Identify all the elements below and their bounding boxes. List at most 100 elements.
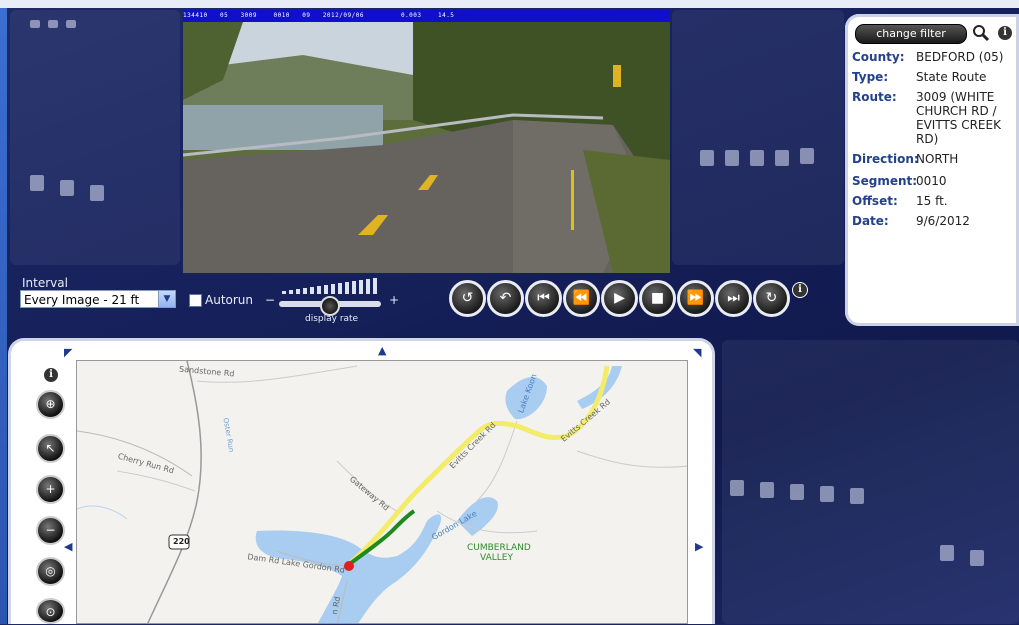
map-graphics bbox=[77, 361, 687, 623]
segment-info-panel: change filter i County: BEDFORD (05) Typ… bbox=[845, 14, 1019, 326]
zoom-in-tool[interactable]: + bbox=[36, 475, 65, 504]
film-perforation bbox=[970, 550, 984, 566]
rate-level-bar bbox=[317, 286, 321, 294]
pan-east-arrow[interactable]: ▶ bbox=[695, 540, 704, 553]
locate-tool[interactable]: ◎ bbox=[36, 557, 65, 586]
route-value: 3009 (WHITE CHURCH RD / EVITTS CREEK RD) bbox=[916, 90, 1001, 146]
film-perforation bbox=[850, 488, 864, 504]
route-220-shield: 220 bbox=[173, 537, 190, 546]
film-perforation bbox=[730, 480, 744, 496]
film-perforation bbox=[820, 486, 834, 502]
rate-level-bar bbox=[331, 284, 335, 294]
film-strip-decoration bbox=[672, 10, 844, 265]
pan-west-arrow[interactable]: ◀ bbox=[64, 540, 73, 553]
film-perforation bbox=[725, 150, 739, 166]
segment-value: 0010 bbox=[916, 174, 947, 188]
road-scene-image bbox=[183, 10, 670, 273]
cumberland-label: CUMBERLAND bbox=[467, 543, 531, 553]
rate-level-bar bbox=[324, 285, 328, 294]
offset-row: Offset: 15 ft. bbox=[852, 194, 948, 208]
display-rate-slider-knob[interactable] bbox=[320, 296, 340, 316]
rate-level-bar bbox=[352, 281, 356, 294]
film-perforation bbox=[90, 185, 104, 201]
pan-tool[interactable]: ⊕ bbox=[36, 390, 65, 419]
direction-label: Direction: bbox=[852, 152, 919, 166]
rotate-right-button[interactable]: ↻ bbox=[753, 280, 790, 317]
window-left-edge bbox=[0, 8, 7, 624]
film-perforation bbox=[60, 180, 74, 196]
panel-info-icon[interactable]: i bbox=[997, 25, 1013, 41]
date-label: Date: bbox=[852, 214, 889, 228]
date-row: Date: 9/6/2012 bbox=[852, 214, 970, 228]
pan-northeast-arrow[interactable]: ◥ bbox=[693, 346, 702, 359]
segment-label: Segment: bbox=[852, 174, 918, 188]
film-perforation bbox=[66, 20, 76, 28]
play-button[interactable]: ▶ bbox=[601, 280, 638, 317]
film-perforation bbox=[700, 150, 714, 166]
stop-button[interactable]: ■ bbox=[639, 280, 676, 317]
video-telemetry-overlay: 134410 05 3009 0010 09 2012/09/06 0.003 … bbox=[183, 10, 670, 22]
direction-value: NORTH bbox=[916, 152, 959, 166]
pan-north-arrow[interactable]: ▲ bbox=[378, 344, 387, 357]
map-info-icon[interactable]: i bbox=[43, 367, 59, 383]
rate-level-bar bbox=[303, 288, 307, 294]
film-perforation bbox=[940, 545, 954, 561]
film-perforation bbox=[30, 20, 40, 28]
type-label: Type: bbox=[852, 70, 889, 84]
back-button[interactable]: ↶ bbox=[487, 280, 524, 317]
first-button[interactable]: ⏮ bbox=[525, 280, 562, 317]
rate-level-bar bbox=[338, 283, 342, 294]
date-value: 9/6/2012 bbox=[916, 214, 970, 228]
type-row: Type: State Route bbox=[852, 70, 986, 84]
route-map[interactable]: Sandstone Rd Cherry Run Rd Oster Run Evi… bbox=[76, 360, 688, 624]
film-perforation bbox=[800, 148, 814, 164]
interval-label: Interval bbox=[22, 276, 68, 290]
county-row: County: BEDFORD (05) bbox=[852, 50, 1003, 64]
window-top-strip bbox=[0, 0, 1019, 8]
chevron-down-icon[interactable]: ▼ bbox=[158, 291, 175, 307]
film-perforation bbox=[750, 150, 764, 166]
rate-level-bar bbox=[345, 282, 349, 294]
rate-level-bar bbox=[282, 291, 286, 294]
pan-northwest-arrow[interactable]: ◤ bbox=[64, 346, 73, 359]
film-strip-decoration bbox=[10, 10, 180, 265]
autorun-checkbox[interactable] bbox=[189, 294, 202, 307]
rate-plus-label: + bbox=[389, 293, 400, 307]
search-icon[interactable] bbox=[972, 24, 990, 42]
select-tool[interactable]: ↖ bbox=[36, 434, 65, 463]
change-filter-button[interactable]: change filter bbox=[855, 24, 967, 44]
display-rate-label: display rate bbox=[305, 314, 359, 324]
film-perforation bbox=[48, 20, 58, 28]
zoom-out-tool[interactable]: − bbox=[36, 516, 65, 545]
film-perforation bbox=[775, 150, 789, 166]
route-label: Route: bbox=[852, 90, 897, 104]
rewind-button[interactable]: ⏪ bbox=[563, 280, 600, 317]
interval-select-value: Every Image - 21 ft bbox=[24, 293, 140, 307]
rate-level-bar bbox=[359, 280, 363, 294]
road-video-frame: 134410 05 3009 0010 09 2012/09/06 0.003 … bbox=[183, 10, 670, 273]
film-perforation bbox=[760, 482, 774, 498]
rate-level-bar bbox=[366, 279, 370, 294]
type-value: State Route bbox=[916, 70, 987, 84]
extra-tool[interactable]: ⊙ bbox=[36, 598, 65, 624]
film-perforation bbox=[30, 175, 44, 191]
rotate-left-button[interactable]: ↺ bbox=[449, 280, 486, 317]
offset-value: 15 ft. bbox=[916, 194, 948, 208]
interval-select[interactable]: Every Image - 21 ft ▼ bbox=[20, 290, 176, 308]
fast-forward-button[interactable]: ⏩ bbox=[677, 280, 714, 317]
rate-level-bar bbox=[310, 287, 314, 294]
autorun-label: Autorun bbox=[205, 293, 254, 307]
last-button[interactable]: ⏭ bbox=[715, 280, 752, 317]
rate-level-bar bbox=[289, 290, 293, 294]
film-perforation bbox=[790, 484, 804, 500]
rate-level-bar bbox=[373, 278, 377, 294]
offset-label: Offset: bbox=[852, 194, 898, 208]
valley-label: VALLEY bbox=[480, 553, 513, 563]
county-value: BEDFORD (05) bbox=[916, 50, 1004, 64]
direction-row: Direction: NORTH bbox=[852, 152, 958, 166]
route-row: Route: 3009 (WHITE CHURCH RD / EVITTS CR… bbox=[852, 90, 1001, 146]
segment-row: Segment: 0010 bbox=[852, 174, 947, 188]
county-label: County: bbox=[852, 50, 905, 64]
rate-minus-label: − bbox=[265, 293, 276, 307]
playback-info-icon[interactable]: i bbox=[792, 282, 808, 298]
